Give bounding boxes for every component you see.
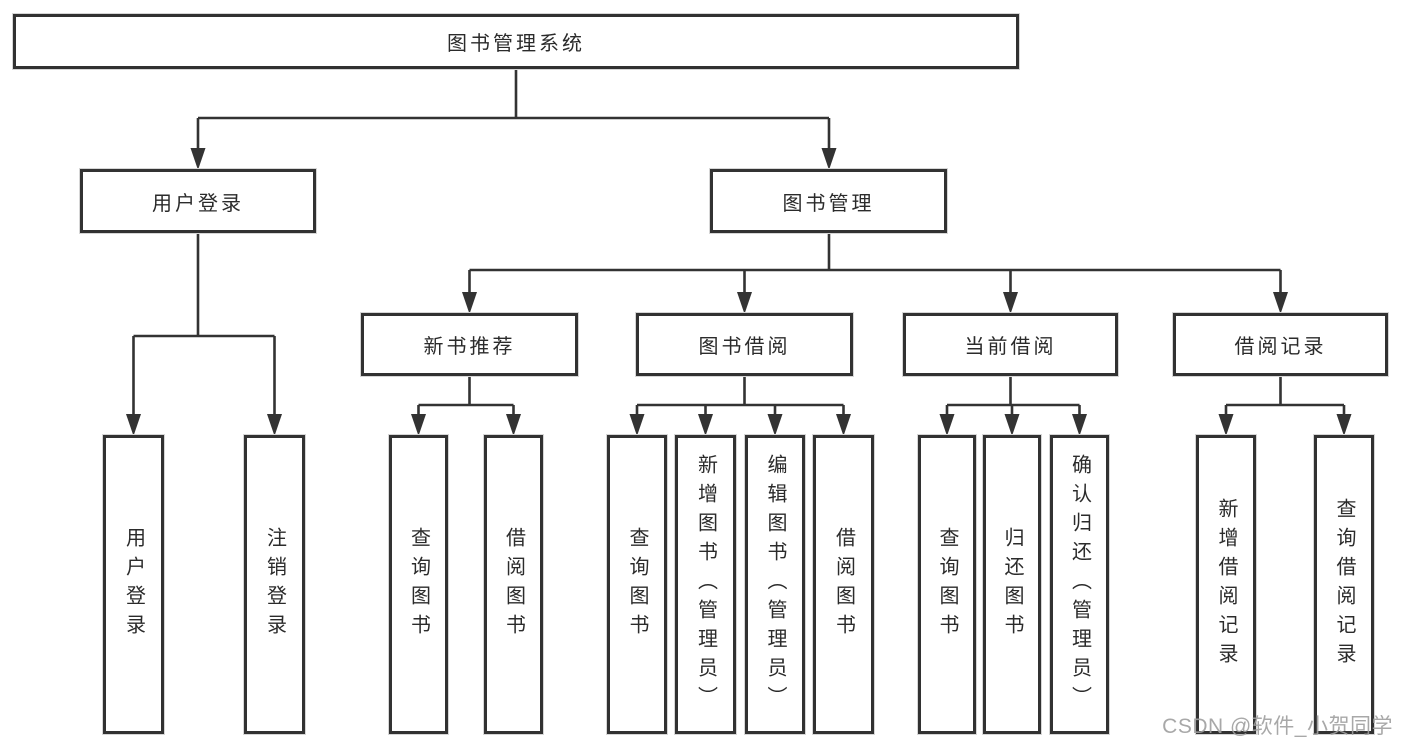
leaf-borrow-books-recommend: 借阅图书 bbox=[484, 435, 543, 734]
leaf-query-books-recommend: 查询图书 bbox=[389, 435, 448, 734]
node-label: 借阅图书 bbox=[832, 526, 855, 643]
node-label: 新增图书（管理员） bbox=[694, 454, 717, 715]
node-label: 编辑图书（管理员） bbox=[764, 454, 786, 715]
node-borrowing-records: 借阅记录 bbox=[1173, 313, 1388, 376]
leaf-logout: 注销登录 bbox=[244, 435, 305, 734]
node-label: 借阅图书 bbox=[502, 526, 525, 643]
node-book-borrowing: 图书借阅 bbox=[636, 313, 853, 376]
leaf-confirm-return-admin: 确认归还（管理员） bbox=[1050, 435, 1109, 734]
node-label: 归还图书 bbox=[1001, 526, 1023, 643]
leaf-user-login: 用户登录 bbox=[103, 435, 164, 734]
node-label: 图书管理系统 bbox=[447, 33, 585, 55]
node-library-system: 图书管理系统 bbox=[13, 14, 1019, 69]
node-label: 查询图书 bbox=[936, 526, 958, 643]
node-label: 查询图书 bbox=[407, 526, 430, 643]
leaf-add-borrow-record: 新增借阅记录 bbox=[1196, 435, 1256, 734]
node-label: 图书借阅 bbox=[698, 336, 791, 358]
arrowheads bbox=[126, 148, 1352, 436]
leaf-return-books: 归还图书 bbox=[983, 435, 1041, 734]
node-label: 注销登录 bbox=[263, 526, 286, 643]
node-current-borrowing: 当前借阅 bbox=[903, 313, 1118, 376]
connector-paths bbox=[132, 68, 1346, 416]
node-new-book-recommend: 新书推荐 bbox=[361, 313, 578, 376]
node-user-login: 用户登录 bbox=[80, 169, 316, 233]
node-label: 用户登录 bbox=[122, 526, 145, 643]
node-label: 查询借阅记录 bbox=[1333, 497, 1355, 672]
leaf-add-book-admin: 新增图书（管理员） bbox=[675, 435, 736, 734]
node-label: 用户登录 bbox=[152, 192, 244, 215]
node-book-management: 图书管理 bbox=[710, 169, 947, 233]
node-label: 新书推荐 bbox=[423, 336, 516, 358]
node-label: 当前借阅 bbox=[964, 336, 1057, 358]
leaf-query-books-borrowing: 查询图书 bbox=[607, 435, 667, 734]
leaf-query-books-current: 查询图书 bbox=[918, 435, 976, 734]
node-label: 新增借阅记录 bbox=[1215, 497, 1237, 672]
node-label: 查询图书 bbox=[626, 526, 648, 643]
leaf-borrow-books: 借阅图书 bbox=[813, 435, 874, 734]
leaf-query-borrow-record: 查询借阅记录 bbox=[1314, 435, 1374, 734]
leaf-edit-book-admin: 编辑图书（管理员） bbox=[745, 435, 805, 734]
node-label: 借阅记录 bbox=[1234, 336, 1327, 358]
node-label: 图书管理 bbox=[782, 192, 875, 215]
csdn-watermark: CSDN @软件_小贺同学 bbox=[1162, 715, 1393, 738]
node-label: 确认归还（管理员） bbox=[1068, 454, 1091, 715]
